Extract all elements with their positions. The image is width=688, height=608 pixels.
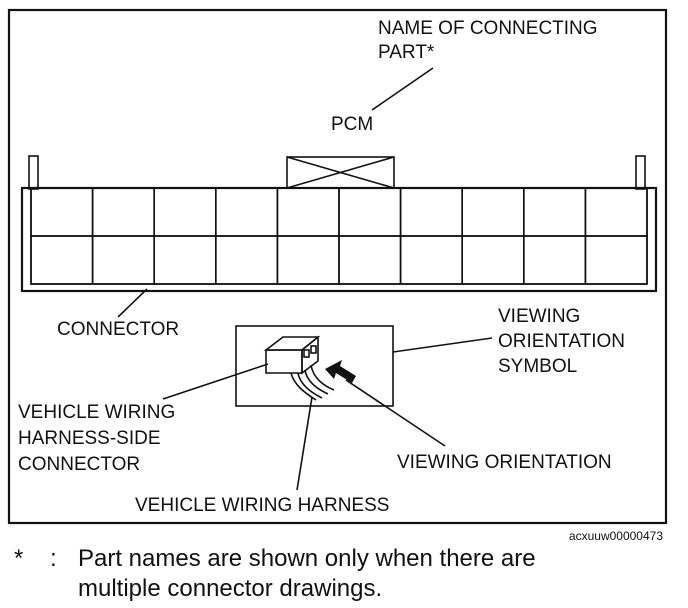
terminal-cavity xyxy=(522,235,587,285)
terminal-cavity xyxy=(91,235,155,285)
terminal-cavity xyxy=(153,187,217,237)
terminal-cavity xyxy=(461,235,525,285)
terminal-cavity xyxy=(461,187,525,237)
orientation-leader-line xyxy=(345,379,446,447)
harness-side-connector-label-3: CONNECTOR xyxy=(18,454,140,475)
viewing-orientation-arrow xyxy=(325,360,356,383)
name-of-connecting-part-label-2: PART* xyxy=(378,42,435,63)
terminal-cavity xyxy=(153,235,217,285)
name-leader-line xyxy=(371,67,434,111)
terminal-cavity xyxy=(584,235,648,285)
harness-leader-line xyxy=(296,396,313,491)
terminal-cavity xyxy=(215,187,279,237)
viewing-orientation-symbol-label-1: VIEWING xyxy=(498,306,580,327)
footnote-marker: * xyxy=(14,545,23,572)
terminal-cavity xyxy=(399,235,464,285)
terminal-cavity xyxy=(30,235,94,285)
viewing-orientation-symbol-label-2: ORIENTATION xyxy=(498,331,625,352)
viewing-orientation-label: VIEWING ORIENTATION xyxy=(397,452,612,473)
figure-code: acxuuw00000473 xyxy=(569,529,663,543)
harness-side-connector-label-1: VEHICLE WIRING xyxy=(18,402,175,423)
right-post xyxy=(635,155,646,190)
viewing-orientation-symbol-label-3: SYMBOL xyxy=(498,356,577,377)
footnote-colon: : xyxy=(50,545,57,572)
terminal-cavity xyxy=(276,235,340,285)
harness-side-leader-line xyxy=(162,363,269,400)
viewing-orientation-symbol-box xyxy=(235,325,394,407)
latch-cross-2 xyxy=(286,156,395,189)
terminal-cavity xyxy=(399,187,464,237)
terminal-cavity xyxy=(215,235,279,285)
harness-side-connector-icon xyxy=(263,335,335,401)
name-of-connecting-part-label: NAME OF CONNECTING xyxy=(378,18,598,39)
footnote-line-2: multiple connector drawings. xyxy=(78,575,382,602)
terminal-cavity xyxy=(91,187,155,237)
symbol-leader-line xyxy=(392,337,493,353)
footnote-line-1: Part names are shown only when there are xyxy=(78,545,536,572)
diagram-frame xyxy=(7,8,668,525)
terminal-cavity xyxy=(584,187,648,237)
terminal-cavity xyxy=(522,187,587,237)
terminal-cavity xyxy=(338,235,402,285)
left-post xyxy=(28,155,39,190)
terminal-cavity xyxy=(276,187,340,237)
connector-leader-line xyxy=(117,288,148,318)
terminal-cavity xyxy=(338,187,402,237)
harness-side-connector-label-2: HARNESS-SIDE xyxy=(18,428,161,449)
connector-label: CONNECTOR xyxy=(57,319,179,340)
terminal-cavity xyxy=(30,187,94,237)
pcm-label: PCM xyxy=(331,114,373,135)
connector-body xyxy=(20,155,658,293)
vehicle-wiring-harness-label: VEHICLE WIRING HARNESS xyxy=(135,495,389,516)
terminal-grid xyxy=(30,187,648,285)
